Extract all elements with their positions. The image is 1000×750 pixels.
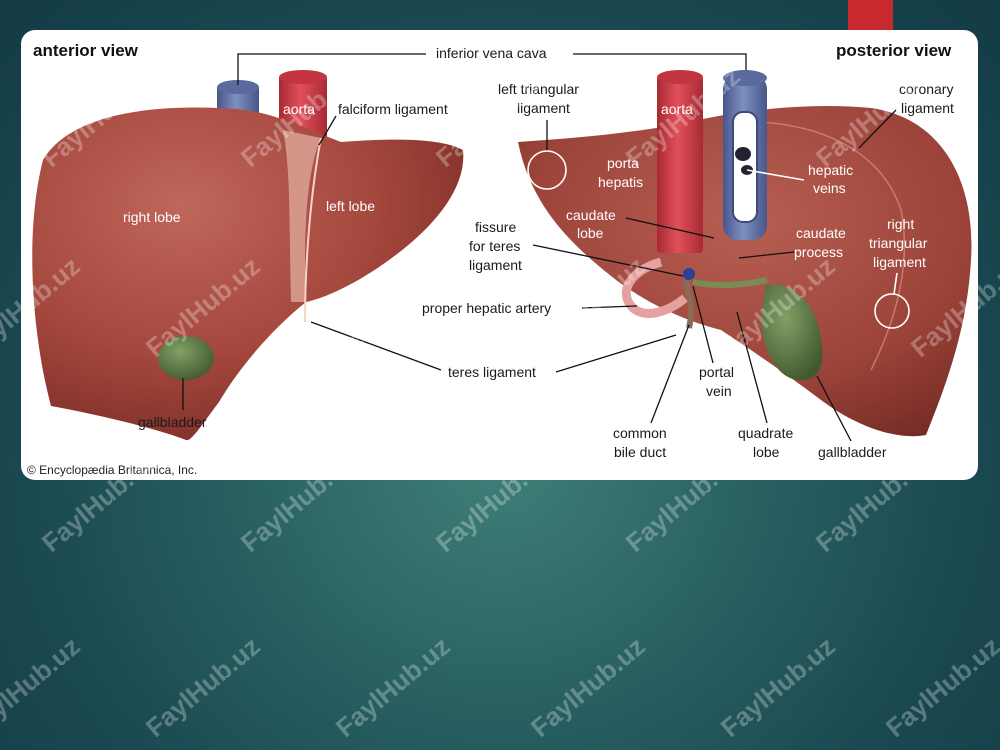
anterior-view-title: anterior view [33, 41, 139, 60]
hepatic-veins-label-2: veins [813, 180, 846, 196]
right-triangular-label-3: ligament [873, 254, 926, 270]
anterior-gallbladder [158, 336, 214, 380]
falciform-ligament [283, 130, 321, 302]
proper-hepatic-artery-label: proper hepatic artery [422, 300, 551, 316]
caudate-process-label-2: process [794, 244, 843, 260]
watermark: FaylHub.uz [525, 630, 651, 743]
left-triangular-marker [527, 150, 567, 190]
liver-diagram: anterior view right lobe left lobe aorta… [27, 41, 972, 477]
common-bile-duct-label-1: common [613, 425, 667, 441]
right-triangular-marker [874, 293, 910, 329]
porta-hepatis-label-2: hepatis [598, 174, 643, 190]
watermark: FaylHub.uz [140, 630, 266, 743]
left-triangular-label-1: left triangular [498, 81, 579, 97]
left-lobe-label: left lobe [326, 198, 375, 214]
caudate-process-label-1: caudate [796, 225, 846, 241]
porta-hepatis-label-1: porta [607, 155, 639, 171]
portal-vein-label-2: vein [706, 383, 732, 399]
coronary-ligament-label-2: ligament [901, 100, 954, 116]
portal-vein-label-1: portal [699, 364, 734, 380]
copyright-credit: © Encyclopædia Britannica, Inc. [27, 463, 197, 477]
teres-ligament-label: teres ligament [448, 364, 536, 380]
quadrate-lobe-label-2: lobe [753, 444, 780, 460]
watermark: FaylHub.uz [330, 630, 456, 743]
ivc-label: inferior vena cava [436, 45, 547, 61]
anterior-gallbladder-label: gallbladder [138, 414, 207, 430]
anterior-aorta-label: aorta [283, 101, 315, 117]
caudate-lobe-label-1: caudate [566, 207, 616, 223]
posterior-aorta [657, 70, 703, 253]
watermark: FaylHub.uz [880, 630, 1000, 743]
common-bile-duct-label-2: bile duct [614, 444, 666, 460]
fissure-label-2: for teres [469, 238, 520, 254]
right-triangular-label-2: triangular [869, 235, 928, 251]
watermark: FaylHub.uz [0, 630, 86, 743]
fissure-label-1: fissure [475, 219, 516, 235]
anterior-liver [32, 107, 464, 441]
posterior-gallbladder-label: gallbladder [818, 444, 887, 460]
quadrate-lobe-label-1: quadrate [738, 425, 793, 441]
porta-vessels [621, 257, 768, 329]
posterior-aorta-label: aorta [661, 101, 693, 117]
diagram-panel: anterior view right lobe left lobe aorta… [21, 30, 978, 480]
right-triangular-label-1: right [887, 216, 914, 232]
accent-bar [848, 0, 893, 30]
left-triangular-label-2: ligament [517, 100, 570, 116]
caudate-lobe-label-2: lobe [577, 225, 604, 241]
posterior-liver [518, 105, 972, 437]
posterior-gallbladder [761, 284, 823, 381]
right-lobe-label: right lobe [123, 209, 181, 225]
fissure-label-3: ligament [469, 257, 522, 273]
hepatic-veins-label-1: hepatic [808, 162, 853, 178]
falciform-ligament-label: falciform ligament [338, 101, 448, 117]
watermark: FaylHub.uz [715, 630, 841, 743]
coronary-ligament-label-1: coronary [899, 81, 953, 97]
posterior-ivc [723, 70, 767, 240]
posterior-view-title: posterior view [836, 41, 952, 60]
